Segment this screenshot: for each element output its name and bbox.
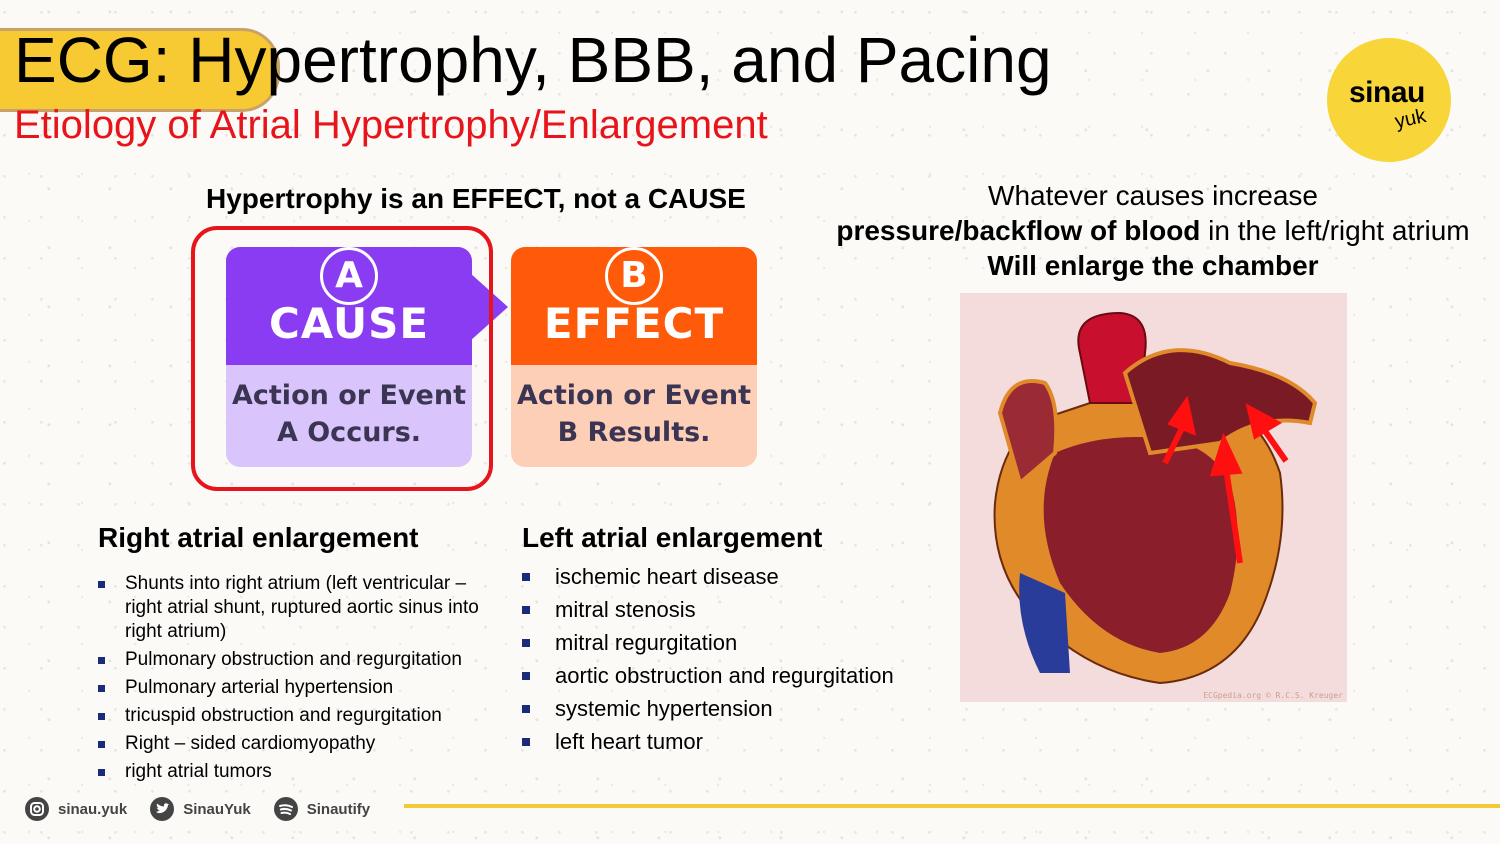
footer-divider: [404, 804, 1500, 808]
list-item: Pulmonary obstruction and regurgitation: [98, 648, 498, 672]
explanation-bold: pressure/backflow of blood: [836, 215, 1201, 246]
effect-line-2: B Results.: [557, 417, 711, 448]
list-item: Right – sided cardiomyopathy: [98, 732, 498, 756]
right-atrial-heading: Right atrial enlargement: [98, 522, 419, 553]
cause-letter-badge: A: [320, 247, 378, 305]
effect-line-1: Action or Event: [517, 380, 751, 411]
spotify-link[interactable]: Sinautify: [273, 796, 370, 822]
instagram-icon: [25, 797, 49, 821]
left-atrial-heading: Left atrial enlargement: [522, 522, 823, 553]
list-item: left heart tumor: [522, 725, 942, 758]
spotify-handle: Sinautify: [306, 800, 371, 818]
list-item: Pulmonary arterial hypertension: [98, 676, 498, 700]
image-credit: ECGpedia.org © R.C.S. Kreuger: [1203, 691, 1343, 700]
cause-card: A CAUSE Action or Event A Occurs.: [226, 247, 472, 467]
cause-line-2: A Occurs.: [276, 417, 422, 448]
explanation-line-3: Will enlarge the chamber: [987, 250, 1319, 281]
social-footer: sinau.yuk SinauYuk Sinautify: [24, 794, 370, 824]
cause-line-1: Action or Event: [232, 380, 466, 411]
explanation-line-2: pressure/backflow of blood in the left/r…: [822, 213, 1484, 248]
explanation-text: Whatever causes increase pressure/backfl…: [822, 178, 1484, 283]
effect-letter-badge: B: [605, 247, 663, 305]
spotify-icon: [273, 797, 298, 821]
cause-title: CAUSE: [268, 299, 430, 348]
page-title: ECG: Hypertrophy, BBB, and Pacing: [14, 24, 1052, 96]
heart-illustration: ECGpedia.org © R.C.S. Kreuger: [960, 293, 1347, 702]
list-item: mitral stenosis: [522, 593, 942, 626]
logo-text-sinau: sinau: [1349, 76, 1425, 109]
sinau-yuk-logo: sinau yuk: [1327, 38, 1451, 162]
twitter-handle: SinauYuk: [183, 800, 251, 818]
list-item: systemic hypertension: [522, 692, 942, 725]
explanation-rest: in the left/right atrium: [1200, 215, 1470, 246]
page-subtitle: Etiology of Atrial Hypertrophy/Enlargeme…: [14, 103, 768, 147]
list-item: tricuspid obstruction and regurgitation: [98, 704, 498, 728]
instagram-link[interactable]: sinau.yuk: [24, 796, 127, 822]
list-item: mitral regurgitation: [522, 626, 942, 659]
cause-highlight-box: [191, 226, 493, 491]
twitter-icon: [150, 797, 175, 821]
list-item: right atrial tumors: [98, 760, 498, 784]
explanation-line-1: Whatever causes increase: [988, 180, 1318, 211]
effect-card: B EFFECT Action or Event B Results.: [511, 247, 757, 467]
left-atrial-list: ischemic heart disease mitral stenosis m…: [522, 560, 942, 758]
list-item: Shunts into right atrium (left ventricul…: [98, 572, 498, 644]
twitter-link[interactable]: SinauYuk: [149, 796, 251, 822]
instagram-handle: sinau.yuk: [58, 800, 128, 818]
list-item: aortic obstruction and regurgitation: [522, 659, 942, 692]
logo-text-yuk: yuk: [1392, 105, 1428, 134]
diagram-heading: Hypertrophy is an EFFECT, not a CAUSE: [206, 183, 746, 214]
effect-title: EFFECT: [543, 299, 725, 348]
list-item: ischemic heart disease: [522, 560, 942, 593]
heart-drawing: [993, 311, 1318, 685]
title-accent-tab: [0, 28, 280, 112]
right-atrial-list: Shunts into right atrium (left ventricul…: [98, 572, 498, 788]
